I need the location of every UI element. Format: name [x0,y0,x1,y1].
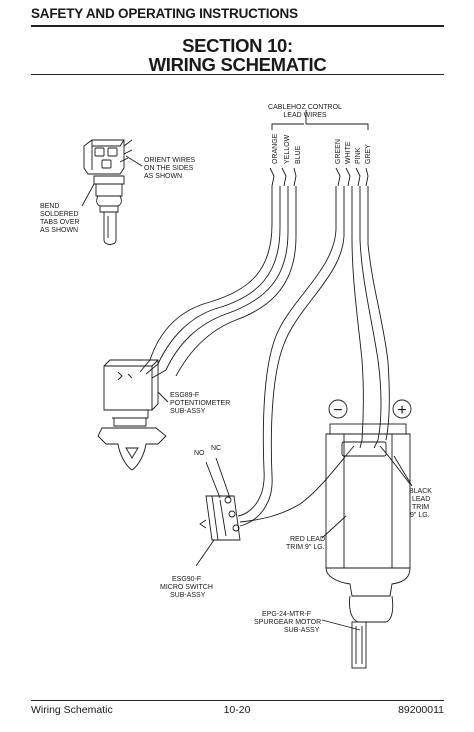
positive-terminal-symbol: + [397,402,406,419]
cablehoz-label-line1: CABLEHOZ CONTROL [268,104,342,111]
cablehoz-label-line2: LEAD WIRES [283,112,327,119]
potentiometer-label-line1: ESG89-F [170,392,199,399]
bend-note-line1: BEND [40,203,59,210]
switch-no-label: NO [194,450,205,457]
orient-note-line1: ORIENT WIRES [144,157,196,164]
red-lead-label-line1: RED LEAD [290,536,325,543]
footer-section-name: Wiring Schematic [31,704,113,716]
black-lead-label-line2: LEAD [412,496,430,503]
wire-label-pink: PINK [355,147,362,164]
black-lead-label-line1: BLACK [409,488,432,495]
wire-label-white: WHITE [345,141,352,164]
footer-page-number: 10-20 [223,704,251,716]
potentiometer-label-line2: POTENTIOMETER [170,400,230,407]
potentiometer-detail-drawing [83,139,133,245]
wire-label-yellow: YELLOW [284,134,291,164]
bend-note-line2: SOLDERED [40,211,79,218]
wire-label-blue: BLUE [295,145,302,164]
negative-terminal-symbol: − [333,402,342,419]
section-banner: SAFETY AND OPERATING INSTRUCTIONS [31,6,298,21]
section-subtitle: WIRING SCHEMATIC [148,54,327,75]
switch-nc-label: NC [211,445,221,452]
potentiometer-subassy-drawing [97,359,167,471]
motor-label-line2: SPURGEAR MOTOR [254,619,321,626]
header-rule [31,25,444,27]
motor-label-line1: EPG-24-MTR-F [262,611,311,618]
bend-note-line4: AS SHOWN [40,227,78,234]
wire-label-green: GREEN [335,139,342,164]
footer-rule [31,700,444,702]
title-rule [31,74,444,76]
section-title: SECTION 10: [182,35,293,56]
micro-switch-label-line3: SUB-ASSY [170,592,206,599]
orient-note-line2: ON THE SIDES [144,165,194,172]
micro-switch-label-line2: MICRO SWITCH [160,584,213,591]
potentiometer-label-line3: SUB-ASSY [170,408,206,415]
footer-document-number: 89200011 [398,704,444,716]
black-lead-label-line3: TRIM [412,504,429,511]
bend-note-line3: TABS OVER [40,219,80,226]
orient-note-line3: AS SHOWN [144,173,182,180]
micro-switch-label-line1: ESG90-F [172,576,201,583]
red-lead-label-line2: TRIM 9" LG. [286,544,325,551]
micro-switch-drawing [199,495,241,541]
spurgear-motor-drawing [325,423,411,669]
wire-label-orange: ORANGE [272,133,279,164]
motor-label-line3: SUB-ASSY [284,627,320,634]
wire-label-grey: GREY [365,144,372,164]
black-lead-label-line4: 9" LG. [410,512,430,519]
